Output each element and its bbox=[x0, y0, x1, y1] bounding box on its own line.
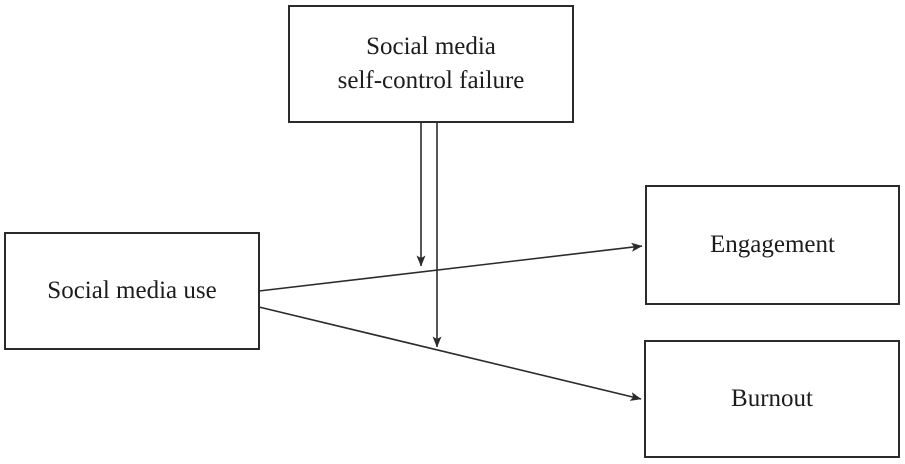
node-engagement: Engagement bbox=[645, 185, 900, 305]
node-label: Burnout bbox=[731, 385, 813, 412]
node-burnout: Burnout bbox=[644, 340, 900, 458]
node-label-line: self-control failure bbox=[337, 67, 525, 94]
node-label-line: Social media bbox=[366, 33, 496, 60]
edge-use-to-engagement bbox=[258, 242, 643, 292]
edge-use-to-burnout bbox=[258, 306, 642, 401]
node-label: Social media use bbox=[47, 277, 217, 304]
node-social-media-self-control-failure: Social media self-control failure bbox=[288, 5, 574, 123]
node-label: Engagement bbox=[710, 231, 835, 258]
node-social-media-use: Social media use bbox=[4, 232, 260, 350]
